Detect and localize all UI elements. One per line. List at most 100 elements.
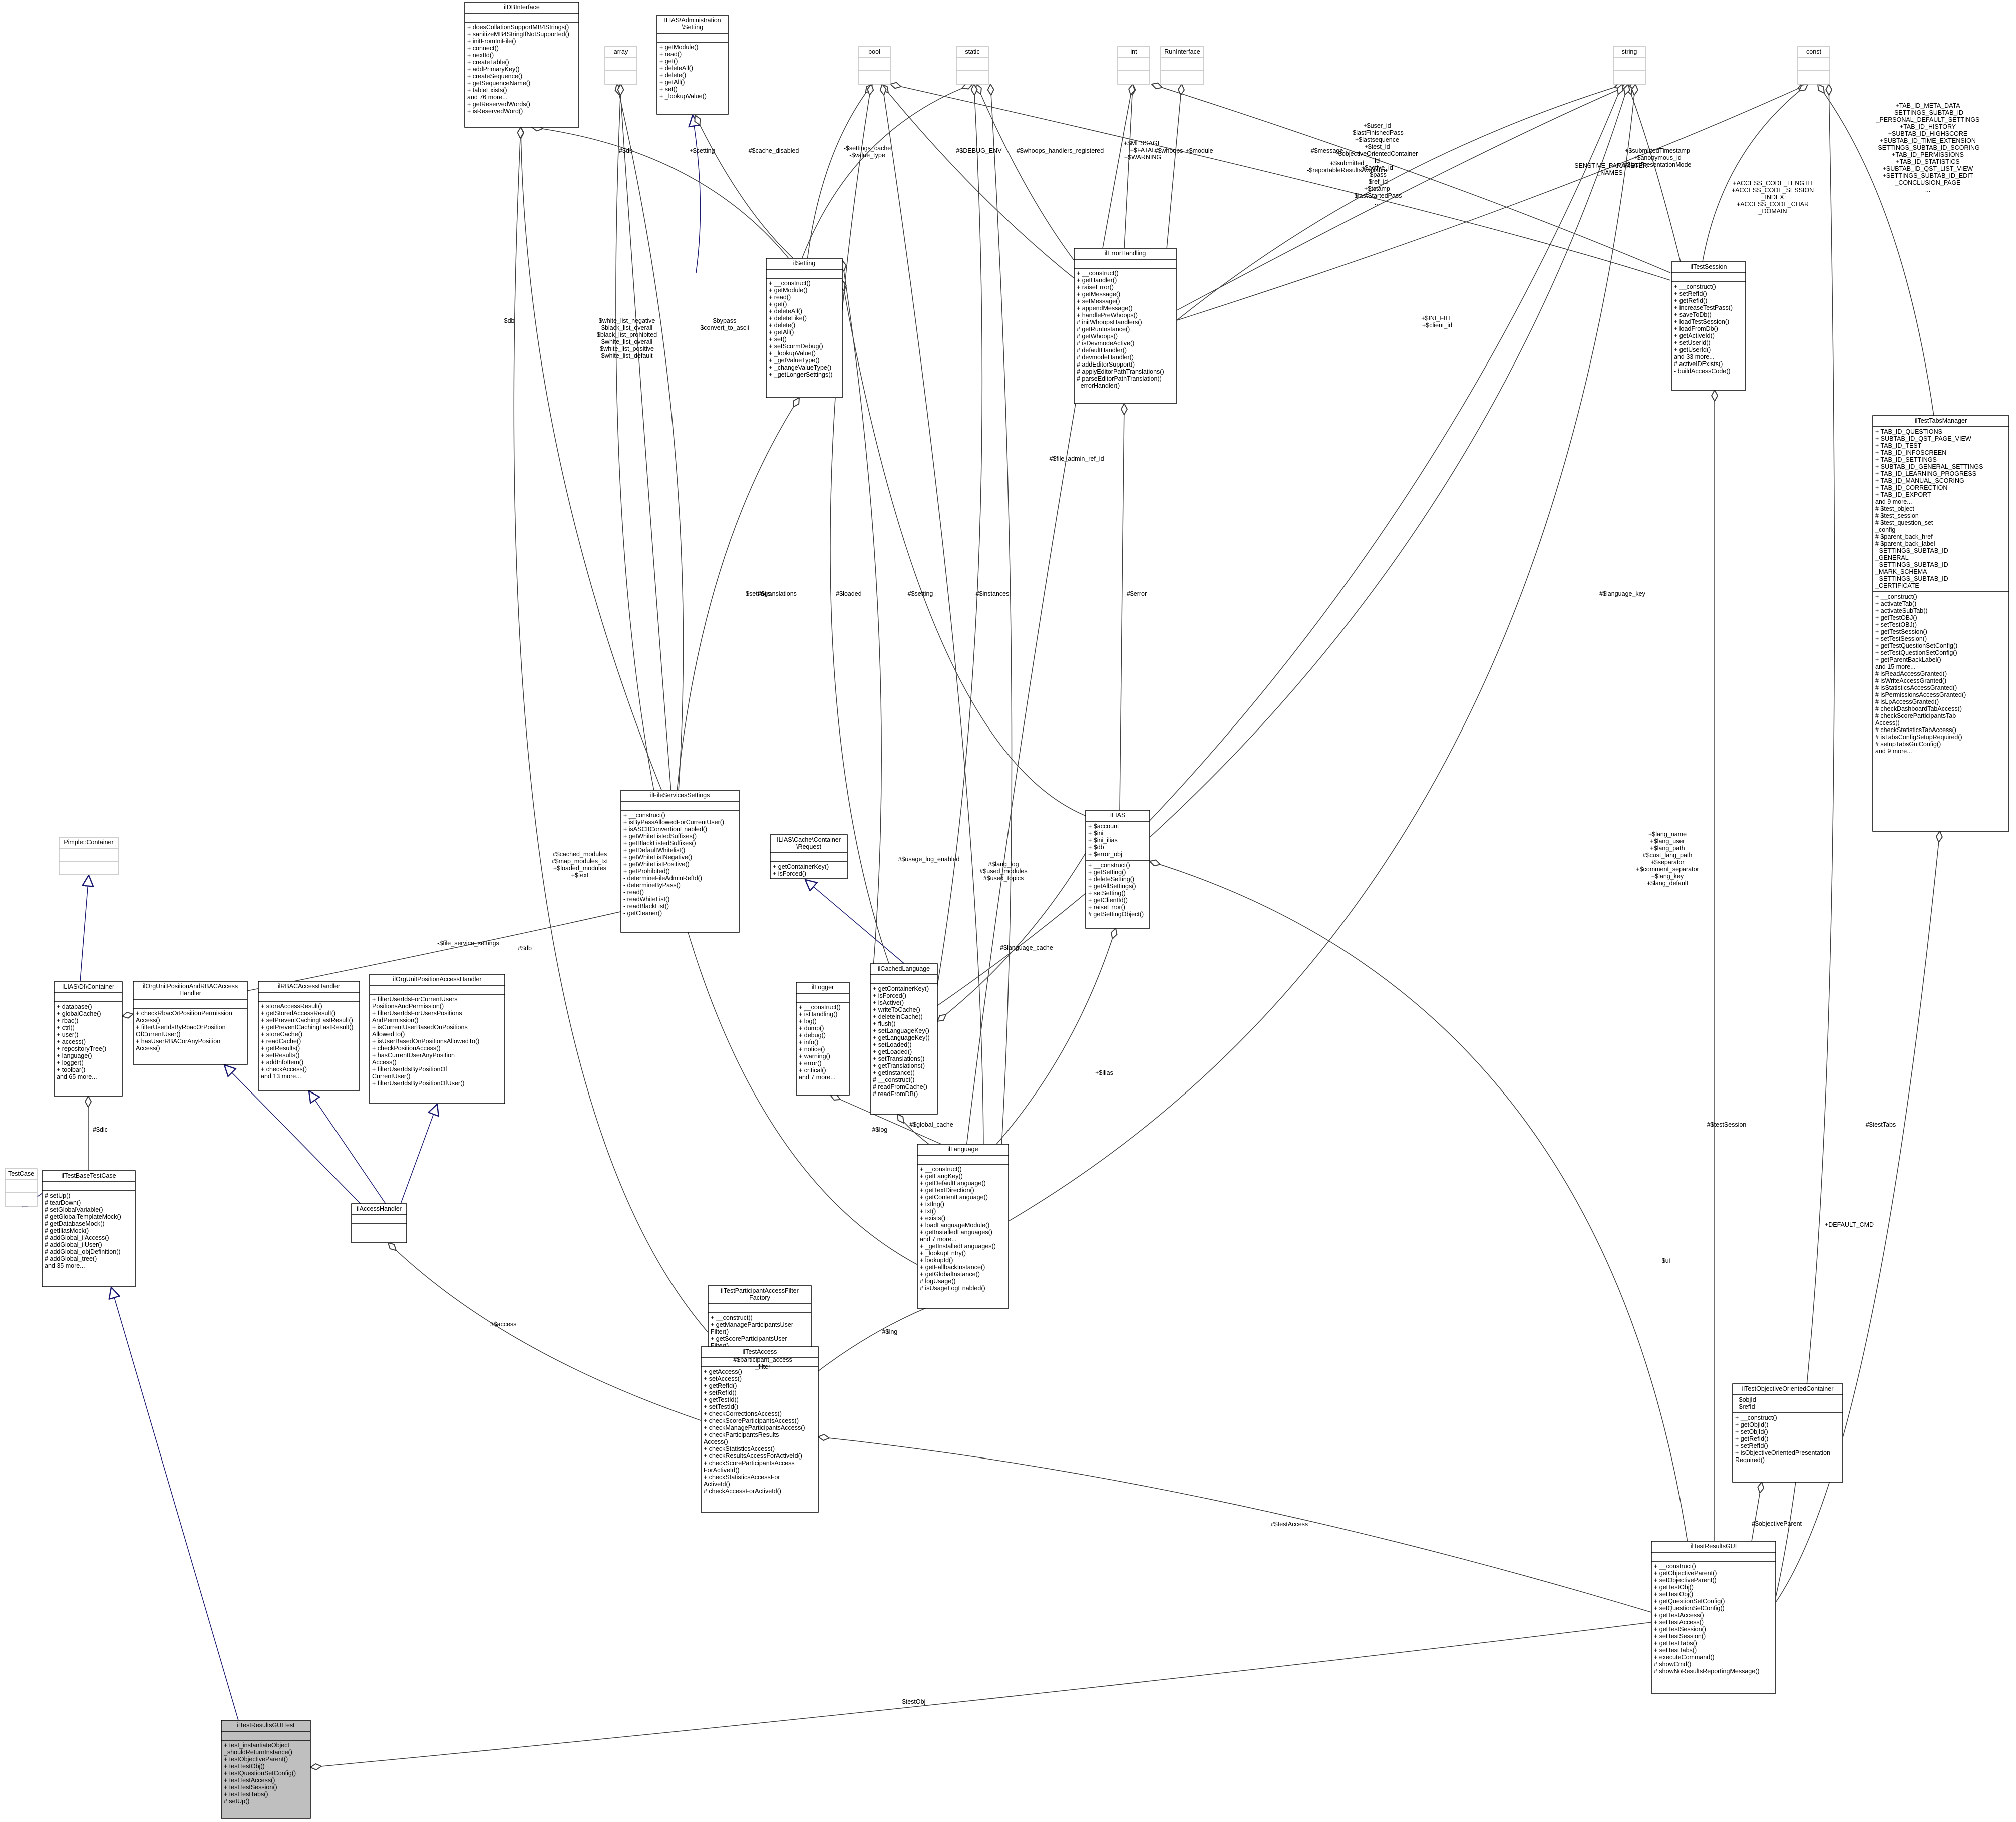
edge-label: #$dic — [93, 1126, 108, 1133]
class-method: + getSequenceName() — [467, 80, 530, 87]
class-attribute: - SETTINGS_SUBTAB_ID — [1875, 547, 1948, 554]
class-method: + exists() — [920, 1215, 945, 1222]
class-method: + tableExists() — [467, 87, 507, 94]
class-attribute: + $ini_ilias — [1088, 837, 1118, 844]
class-ilFileServicesSettings[interactable]: ilFileServicesSettings+ __construct()+ i… — [620, 790, 740, 933]
class-method: # checkStatisticsTabAccess() — [1875, 726, 1956, 734]
edge-label-line: +$test_id — [1364, 143, 1390, 150]
class-method: Access() — [704, 1438, 728, 1445]
class-method: + setTestTabs() — [1654, 1647, 1697, 1654]
association-edge — [890, 84, 1671, 281]
class-ilSetting[interactable]: ilSetting+ __construct()+ getModule()+ r… — [766, 258, 843, 398]
association-edge — [818, 1437, 1652, 1613]
class-ilTestTabsManager[interactable]: ilTestTabsManager+ TAB_ID_QUESTIONS+ SUB… — [1872, 415, 2009, 832]
class-static[interactable]: static — [956, 46, 989, 85]
edge-label-line: +$tstamp — [1364, 185, 1390, 192]
class-ilLanguage[interactable]: ilLanguage+ __construct()+ getLangKey()+… — [917, 1144, 1009, 1309]
class-ILIASAdministrationSetting[interactable]: ILIAS\Administration\Setting+ getModule(… — [656, 15, 729, 115]
class-ilLogger[interactable]: ilLogger+ __construct()+ isHandling()+ l… — [796, 982, 850, 1096]
class-ilDBInterface[interactable]: ilDBInterface+ doesCollationSupportMB4St… — [464, 2, 579, 128]
class-method: + getContentLanguage() — [920, 1194, 988, 1201]
class-array[interactable]: array — [604, 46, 637, 85]
edge-label-line: #$instances — [976, 590, 1010, 597]
class-name: ilFileServicesSettings — [650, 792, 710, 799]
class-method: + setAccess() — [704, 1375, 742, 1382]
class-ilRBACAccessHandler[interactable]: ilRBACAccessHandler+ storeAccessResult()… — [258, 981, 360, 1091]
class-bool[interactable]: bool — [858, 46, 891, 85]
class-name: Pimple::Container — [64, 839, 113, 846]
edge-label-line: #$language_key — [1599, 590, 1645, 597]
edge-label: #$error — [1127, 590, 1147, 597]
class-method: + setPreventCachingLastResult() — [261, 1017, 353, 1024]
class-int[interactable]: int — [1117, 46, 1150, 85]
class-const[interactable]: const — [1797, 46, 1830, 85]
class-attribute: + TAB_ID_EXPORT — [1875, 491, 1931, 498]
class-ILIASDIContainer[interactable]: ILIAS\DI\Container+ database()+ globalCa… — [54, 981, 123, 1097]
edge-label-line: -$lastStartedPass — [1353, 192, 1402, 199]
class-method: + __construct() — [1875, 593, 1917, 600]
class-ilTestResultsGUI[interactable]: ilTestResultsGUI+ __construct()+ getObje… — [1651, 1541, 1776, 1694]
class-ilOrgUnitPositionAccessHandler[interactable]: ilOrgUnitPositionAccessHandler+ filterUs… — [369, 974, 505, 1104]
inheritance-edge — [309, 1091, 386, 1204]
class-ilErrorHandling[interactable]: ilErrorHandling+ __construct()+ getHandl… — [1074, 248, 1177, 404]
class-method: + _lookupEntry() — [920, 1250, 966, 1257]
association-edge — [1119, 404, 1124, 811]
edge-label-line: #$dic — [93, 1126, 108, 1133]
class-ilTestBaseTestCase[interactable]: ilTestBaseTestCase# setUp()# tearDown()#… — [42, 1170, 136, 1287]
class-method: + getContainerKey() — [873, 985, 929, 992]
class-method: + getProhibited() — [623, 868, 670, 875]
association-edge — [1166, 84, 1182, 250]
class-method: + getInstance() — [873, 1069, 915, 1076]
class-method: and 33 more... — [1674, 353, 1715, 360]
association-edge — [1818, 84, 1934, 416]
class-ilCachedLanguage[interactable]: ilCachedLanguage+ getContainerKey()+ isF… — [870, 963, 938, 1115]
edge-label-line: _PERSONAL_DEFAULT_SETTINGS — [1876, 116, 1980, 123]
edge-label: #$message — [1311, 147, 1343, 154]
class-string[interactable]: string — [1613, 46, 1646, 85]
class-method: + txtlng() — [920, 1201, 944, 1208]
edge-label-line: +$anonymous_id — [1633, 154, 1682, 161]
class-method: + getScoreParticipantsUser — [711, 1335, 787, 1342]
class-method: AndPermission() — [372, 1017, 418, 1024]
class-method: + __construct() — [769, 280, 811, 287]
class-attribute: _config — [1875, 526, 1895, 533]
class-method: + setRefId() — [704, 1389, 737, 1396]
association-edge — [310, 1622, 1652, 1767]
class-box — [620, 790, 740, 933]
class-TestCase[interactable]: TestCase — [5, 1168, 38, 1207]
class-method: + info() — [799, 1039, 818, 1046]
class-method: + isActive() — [873, 999, 904, 1006]
class-RunInterface[interactable]: RunInterface — [1160, 46, 1204, 85]
class-ILIAS[interactable]: ILIAS+ $account+ $ini+ $ini_ilias+ $db+ … — [1085, 810, 1150, 929]
edge-label-line: -$white_list_default — [599, 352, 653, 359]
class-name: ilTestSession — [1691, 263, 1727, 270]
class-attribute: and 9 more... — [1875, 498, 1912, 505]
class-method: + checkStatisticsAccessFor — [704, 1474, 780, 1481]
edge-label-line: +$setting — [689, 147, 715, 154]
edge-label-line: +$lang_user — [1650, 838, 1685, 845]
class-ilTestObjectiveOrientedContainer[interactable]: ilTestObjectiveOrientedContainer- $objId… — [1732, 1383, 1843, 1483]
edge-label-line: ... — [1375, 199, 1380, 206]
class-method: + deleteAll() — [659, 65, 693, 72]
class-method: + getDefaultLanguage() — [920, 1180, 986, 1187]
class-method: + isByPassAllowedForCurrentUser() — [623, 819, 724, 826]
class-method: + loadTestSession() — [1674, 318, 1729, 325]
class-ilTestResultsGUITest[interactable]: ilTestResultsGUITest+ test_instantiateOb… — [221, 1720, 311, 1819]
class-method: # applyEditorPathTranslations() — [1077, 368, 1164, 375]
class-PimpleContainer[interactable]: Pimple::Container — [59, 837, 119, 875]
class-ilTestSession[interactable]: ilTestSession+ __construct()+ setRefId()… — [1671, 261, 1746, 391]
edge-label: +$setting — [689, 147, 715, 154]
class-ilAccessHandler[interactable]: ilAccessHandler — [351, 1203, 407, 1243]
class-name: ilDBInterface — [504, 4, 540, 11]
class-ILIASCacheContainerRequest[interactable]: ILIAS\Cache\Container\Request+ getContai… — [770, 834, 848, 879]
association-edge — [897, 1114, 929, 1145]
edge-label-line: #$access — [490, 1321, 517, 1328]
class-method: + setTestAccess() — [1654, 1619, 1704, 1626]
class-method: + isForced() — [873, 992, 906, 999]
edge-label-line: #$used_topics — [983, 875, 1024, 882]
class-method: + checkAccess() — [261, 1066, 307, 1073]
class-ilTestAccess[interactable]: ilTestAccess+ getAccess()+ setAccess()+ … — [701, 1346, 819, 1513]
edge-label: #$participant_access_filter — [733, 1356, 792, 1370]
class-method: + connect() — [467, 45, 499, 52]
